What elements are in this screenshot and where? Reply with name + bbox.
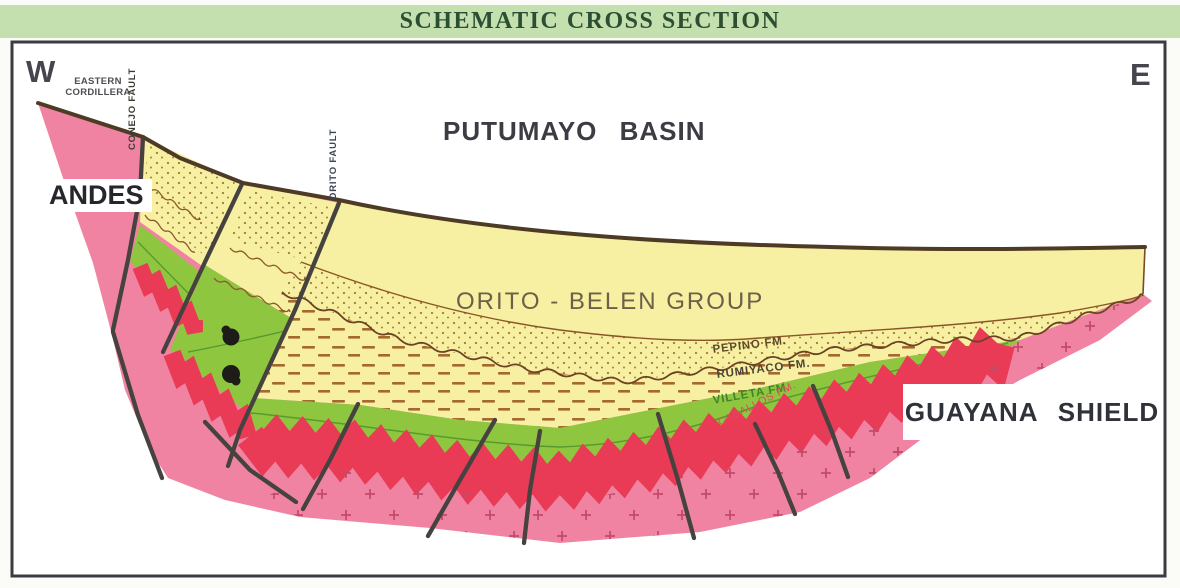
basin-fault-5 bbox=[752, 421, 798, 517]
oil-blob-icon bbox=[231, 376, 241, 386]
basin-fault-4 bbox=[655, 411, 697, 541]
orito-fault-label: ORITO FAULT bbox=[328, 128, 339, 200]
basin-fault-3 bbox=[521, 428, 543, 546]
basement-crosses-deep bbox=[258, 414, 935, 543]
oil-blob-icon bbox=[221, 325, 231, 335]
basin-fault-1 bbox=[300, 401, 361, 512]
sheet-a-dots bbox=[143, 145, 235, 258]
caballos-band-center bbox=[238, 326, 1015, 512]
conejo-fault-line bbox=[110, 134, 146, 333]
sheet-b-wavy-1 bbox=[229, 247, 306, 281]
ground-surface-line bbox=[36, 101, 1147, 252]
villeta-inner-line-a bbox=[137, 241, 191, 296]
conejo-fault-label: CONEJO FAULT bbox=[127, 67, 138, 150]
guayana-shield-box: GUAYANA SHIELD bbox=[903, 384, 1161, 440]
shield-fault bbox=[810, 383, 851, 480]
sheet-b-dots bbox=[230, 190, 334, 262]
orito-belen-group-label: ORITO - BELEN GROUP bbox=[456, 288, 765, 315]
orito-fault-line bbox=[225, 200, 342, 469]
title-bar: SCHEMATIC CROSS SECTION bbox=[0, 5, 1180, 38]
rumiyaco-top-wavy-line bbox=[281, 291, 1144, 385]
caballos-sliver-a bbox=[132, 262, 203, 335]
west-fault-deep bbox=[202, 419, 299, 505]
guayana-shield-label: GUAYANA SHIELD bbox=[904, 396, 1160, 427]
rumiyaco-dashed-band bbox=[253, 292, 1020, 428]
oil-field-symbols bbox=[221, 325, 241, 386]
eastern-cordillera-label: EASTERN CORDILLERA bbox=[65, 76, 131, 98]
basin-fault-2 bbox=[425, 417, 498, 539]
west-fault-2 bbox=[160, 181, 245, 355]
villeta-inner-line-b bbox=[187, 330, 286, 353]
page-title: SCHEMATIC CROSS SECTION bbox=[399, 8, 781, 34]
andes-label: ANDES bbox=[41, 179, 152, 212]
basin-right-edge-line bbox=[1142, 246, 1146, 295]
sheet-a-wavy-2 bbox=[144, 214, 196, 253]
sheet-b-wavy-2 bbox=[213, 277, 291, 313]
sheet-a-wavy-1 bbox=[145, 184, 201, 221]
pepino-top-line bbox=[300, 261, 1142, 342]
west-direction-label: W bbox=[26, 54, 56, 89]
fault-lines bbox=[110, 134, 851, 546]
conejo-fault-deep bbox=[110, 329, 165, 481]
villeta-band-center bbox=[247, 340, 1020, 465]
putumayo-basin-label: PUTUMAYO BASIN bbox=[443, 116, 706, 146]
east-direction-label: E bbox=[1130, 57, 1151, 92]
pepino-dotted-band bbox=[282, 262, 1141, 382]
caballos-sliver-b bbox=[163, 349, 257, 440]
